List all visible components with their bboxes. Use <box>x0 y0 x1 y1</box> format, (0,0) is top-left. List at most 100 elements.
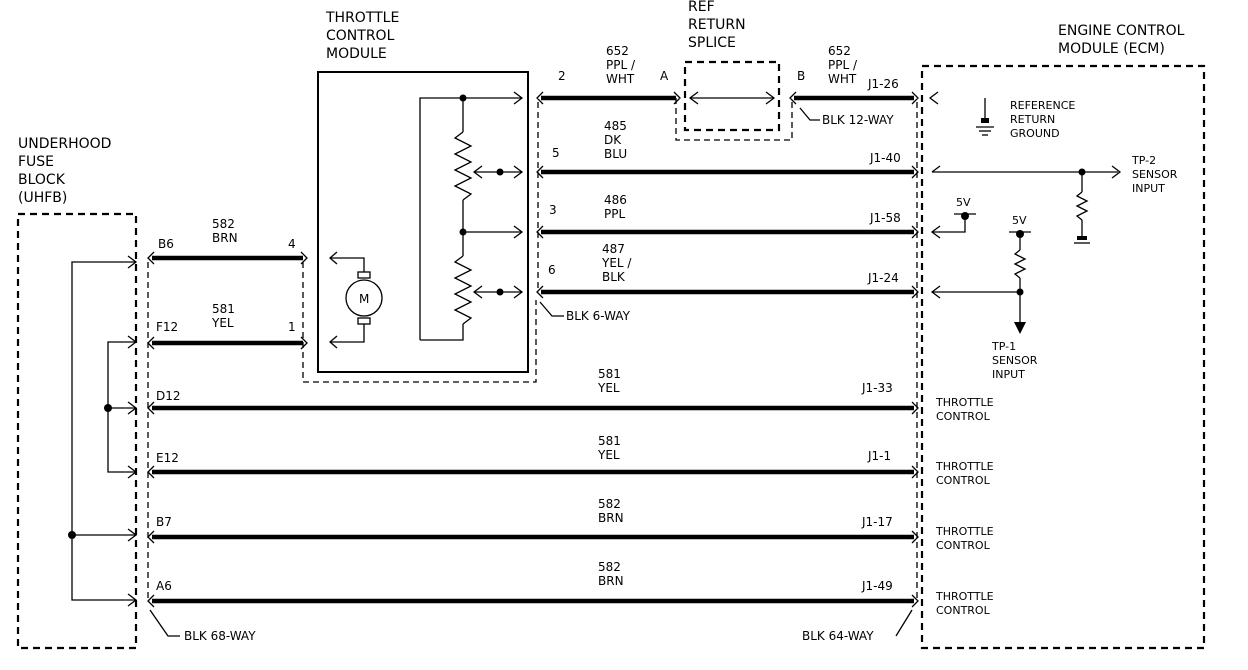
svg-text:TP-1: TP-1 <box>991 340 1016 353</box>
svg-text:YEL: YEL <box>597 448 620 462</box>
ref-splice-box <box>683 60 781 132</box>
svg-text:BRN: BRN <box>598 574 624 588</box>
svg-text:J1-40: J1-40 <box>869 151 901 165</box>
svg-text:PPL /: PPL / <box>606 58 636 72</box>
connector-labels: BLK 12-WAY BLK 6-WAY BLK 68-WAY BLK 64-W… <box>149 107 913 643</box>
svg-text:WHT: WHT <box>828 72 857 86</box>
motor-symbol: M <box>359 292 369 306</box>
svg-text:J1-24: J1-24 <box>867 271 899 285</box>
svg-text:582: 582 <box>598 497 621 511</box>
svg-text:486: 486 <box>604 193 627 207</box>
svg-text:J1-49: J1-49 <box>861 579 893 593</box>
ref-splice-title: REF RETURN SPLICE <box>688 0 746 51</box>
svg-text:RETURN: RETURN <box>688 17 746 33</box>
svg-text:581: 581 <box>212 302 235 316</box>
svg-text:TP-2: TP-2 <box>1131 154 1156 167</box>
svg-text:BLK 64-WAY: BLK 64-WAY <box>802 629 874 643</box>
svg-text:J1-1: J1-1 <box>867 449 891 463</box>
harness-wires <box>152 95 914 604</box>
svg-text:THROTTLE: THROTTLE <box>935 590 994 603</box>
svg-text:BRN: BRN <box>212 231 238 245</box>
svg-text:CONTROL: CONTROL <box>326 28 395 44</box>
svg-text:SPLICE: SPLICE <box>688 35 736 51</box>
svg-text:SENSOR: SENSOR <box>992 354 1038 367</box>
svg-text:MODULE (ECM): MODULE (ECM) <box>1058 41 1165 57</box>
svg-text:BLK: BLK <box>602 270 626 284</box>
svg-text:BLOCK: BLOCK <box>18 172 66 188</box>
svg-text:E12: E12 <box>156 451 179 465</box>
svg-text:RETURN: RETURN <box>1010 113 1055 126</box>
svg-text:PPL: PPL <box>604 207 625 221</box>
svg-text:652: 652 <box>828 44 851 58</box>
svg-text:THROTTLE: THROTTLE <box>935 396 994 409</box>
svg-text:PPL /: PPL / <box>828 58 858 72</box>
svg-text:MODULE: MODULE <box>326 46 387 62</box>
svg-text:DK: DK <box>604 133 622 147</box>
svg-text:B7: B7 <box>156 515 172 529</box>
wire-labels: 652 PPL / WHT 2 A 652 PPL / WHT B J1-26 … <box>156 44 901 593</box>
svg-text:F12: F12 <box>156 320 178 334</box>
svg-text:BLK 12-WAY: BLK 12-WAY <box>822 113 894 127</box>
ecm-internals <box>928 91 1122 334</box>
svg-text:582: 582 <box>212 217 235 231</box>
svg-text:THROTTLE: THROTTLE <box>935 525 994 538</box>
ecm-labels: REFERENCE RETURN GROUND TP-2 SENSOR INPU… <box>935 99 1178 617</box>
svg-text:BLU: BLU <box>604 147 627 161</box>
svg-text:BLK 6-WAY: BLK 6-WAY <box>566 309 631 323</box>
svg-text:581: 581 <box>598 367 621 381</box>
svg-text:WHT: WHT <box>606 72 635 86</box>
uhfb-bus <box>68 255 138 607</box>
svg-text:UNDERHOOD: UNDERHOOD <box>18 136 111 152</box>
svg-text:REFERENCE: REFERENCE <box>1010 99 1075 112</box>
svg-text:J1-58: J1-58 <box>869 211 901 225</box>
svg-text:YEL: YEL <box>211 316 234 330</box>
svg-text:FUSE: FUSE <box>18 154 54 170</box>
svg-text:B: B <box>797 69 805 83</box>
svg-text:4: 4 <box>288 237 296 251</box>
svg-text:ENGINE CONTROL: ENGINE CONTROL <box>1058 23 1185 39</box>
svg-text:SENSOR: SENSOR <box>1132 168 1178 181</box>
svg-text:YEL: YEL <box>597 381 620 395</box>
uhfb-box <box>16 212 138 650</box>
tcm-title: THROTTLE CONTROL MODULE <box>325 10 399 62</box>
svg-text:485: 485 <box>604 119 627 133</box>
svg-text:CONTROL: CONTROL <box>936 410 991 423</box>
svg-text:CONTROL: CONTROL <box>936 604 991 617</box>
svg-text:6: 6 <box>548 263 556 277</box>
svg-text:J1-33: J1-33 <box>861 381 893 395</box>
svg-text:1: 1 <box>288 320 296 334</box>
svg-text:(UHFB): (UHFB) <box>18 190 67 206</box>
svg-text:J1-17: J1-17 <box>861 515 893 529</box>
svg-text:487: 487 <box>602 242 625 256</box>
svg-text:A: A <box>660 69 669 83</box>
svg-text:2: 2 <box>558 69 566 83</box>
tcm-internals: M <box>329 91 524 349</box>
tcm-box <box>317 71 529 373</box>
svg-text:BLK 68-WAY: BLK 68-WAY <box>184 629 256 643</box>
svg-text:BRN: BRN <box>598 511 624 525</box>
svg-text:REF: REF <box>688 0 715 15</box>
connector-housings <box>147 98 918 598</box>
ecm-box <box>920 64 1206 650</box>
svg-text:5: 5 <box>552 146 560 160</box>
svg-text:B6: B6 <box>158 237 174 251</box>
svg-text:581: 581 <box>598 434 621 448</box>
svg-text:INPUT: INPUT <box>1132 182 1165 195</box>
svg-text:YEL /: YEL / <box>601 256 632 270</box>
connector-chevrons <box>147 91 919 608</box>
svg-text:INPUT: INPUT <box>992 368 1025 381</box>
svg-text:J1-26: J1-26 <box>867 77 899 91</box>
svg-text:5V: 5V <box>1012 214 1027 227</box>
svg-text:652: 652 <box>606 44 629 58</box>
svg-text:D12: D12 <box>156 389 181 403</box>
svg-text:GROUND: GROUND <box>1010 127 1060 140</box>
splice-jumper <box>688 91 776 105</box>
svg-text:3: 3 <box>549 203 557 217</box>
ecm-title: ENGINE CONTROL MODULE (ECM) <box>1058 23 1185 57</box>
svg-text:CONTROL: CONTROL <box>936 539 991 552</box>
svg-text:THROTTLE: THROTTLE <box>325 10 399 26</box>
svg-text:A6: A6 <box>156 579 172 593</box>
svg-text:5V: 5V <box>956 196 971 209</box>
svg-text:CONTROL: CONTROL <box>936 474 991 487</box>
